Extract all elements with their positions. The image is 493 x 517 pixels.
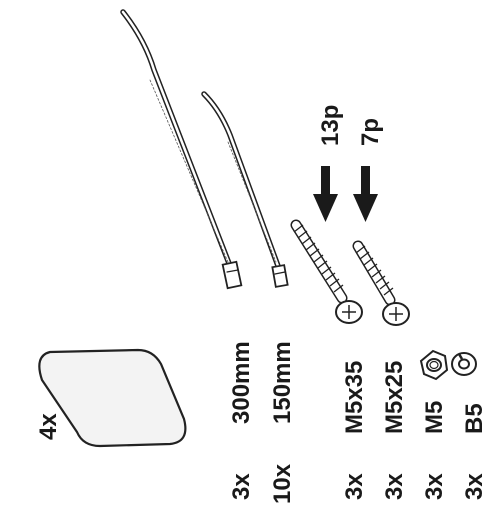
nut-size-label: M5 [421,401,448,434]
washer-size-label: B5 [461,403,488,434]
tie-short-size-label: 150mm [269,341,296,424]
spring-washer [451,352,477,376]
torque-7p-label: 7p [357,118,384,146]
tie-short-qty-label: 10x [269,463,296,504]
torque-arrow-13p [313,166,338,222]
pad-qty-label: 4x [35,413,62,440]
torque-13p-label: 13p [317,105,344,146]
tie-long-qty-label: 3x [228,473,255,500]
cable-tie-short [201,91,289,288]
screw-m5x35-qty-label: 3x [341,473,368,500]
torque-arrow-7p [353,166,378,222]
screw-m5x35 [290,219,363,324]
screw-m5x25 [352,240,410,326]
screw-m5x25-qty-label: 3x [381,473,408,500]
nut-qty-label: 3x [421,473,448,500]
screw-m5x25-size-label: M5x25 [381,361,408,434]
washer-qty-label: 3x [461,473,488,500]
tie-long-size-label: 300mm [228,341,255,424]
cable-tie-long [120,9,243,290]
screw-m5x35-size-label: M5x35 [341,361,368,434]
adhesive-pad [38,348,187,448]
hex-nut [419,349,449,381]
